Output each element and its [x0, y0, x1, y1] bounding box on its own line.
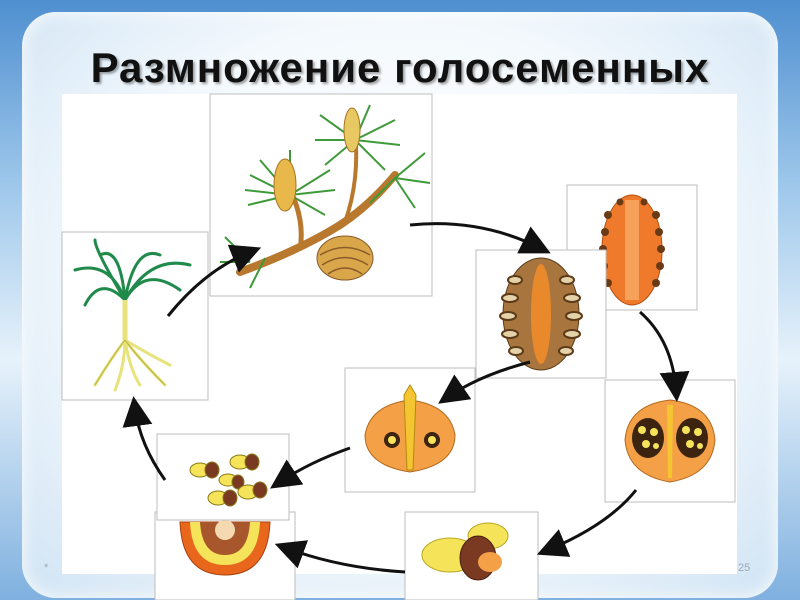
ovule-with-pollen-icon	[624, 399, 716, 483]
stage-seed-section	[154, 511, 296, 600]
arrow-winged-seed-to-seed-section	[274, 540, 406, 574]
stage-ovule	[604, 379, 736, 503]
arrow-pollination-to-pollen	[270, 446, 351, 489]
stage-pollen-grains	[156, 433, 290, 521]
seed-section-icon	[179, 520, 271, 576]
slide-title: Размножение голосеменных	[90, 44, 710, 91]
arrow-branch-to-male-cone	[409, 222, 551, 254]
cycle-arrows	[122, 222, 690, 574]
arrow-seedling-to-branch	[166, 244, 262, 317]
stage-pollination	[344, 367, 476, 493]
arrow-male-cone-to-ovule	[639, 310, 690, 402]
seedling-icon	[73, 238, 192, 392]
arrow-ovule-to-winged-seed	[536, 489, 638, 557]
stage-female-cone	[475, 249, 607, 379]
stage-seedling	[61, 231, 209, 401]
ovule-pollination-icon	[364, 384, 456, 473]
stage-pine-branch	[209, 93, 433, 297]
female-cone-section-icon	[499, 257, 583, 371]
stage-winged-seed	[404, 511, 539, 600]
pollen-grains-icon	[189, 453, 268, 507]
page-number: 25	[738, 562, 751, 574]
arrow-female-cone-to-pollination	[438, 360, 531, 404]
arrow-pollen-to-seedling	[122, 396, 167, 481]
winged-seed-icon	[421, 522, 509, 581]
pine-branch-with-cones-icon	[220, 104, 431, 289]
footer-mark: *	[44, 562, 49, 574]
